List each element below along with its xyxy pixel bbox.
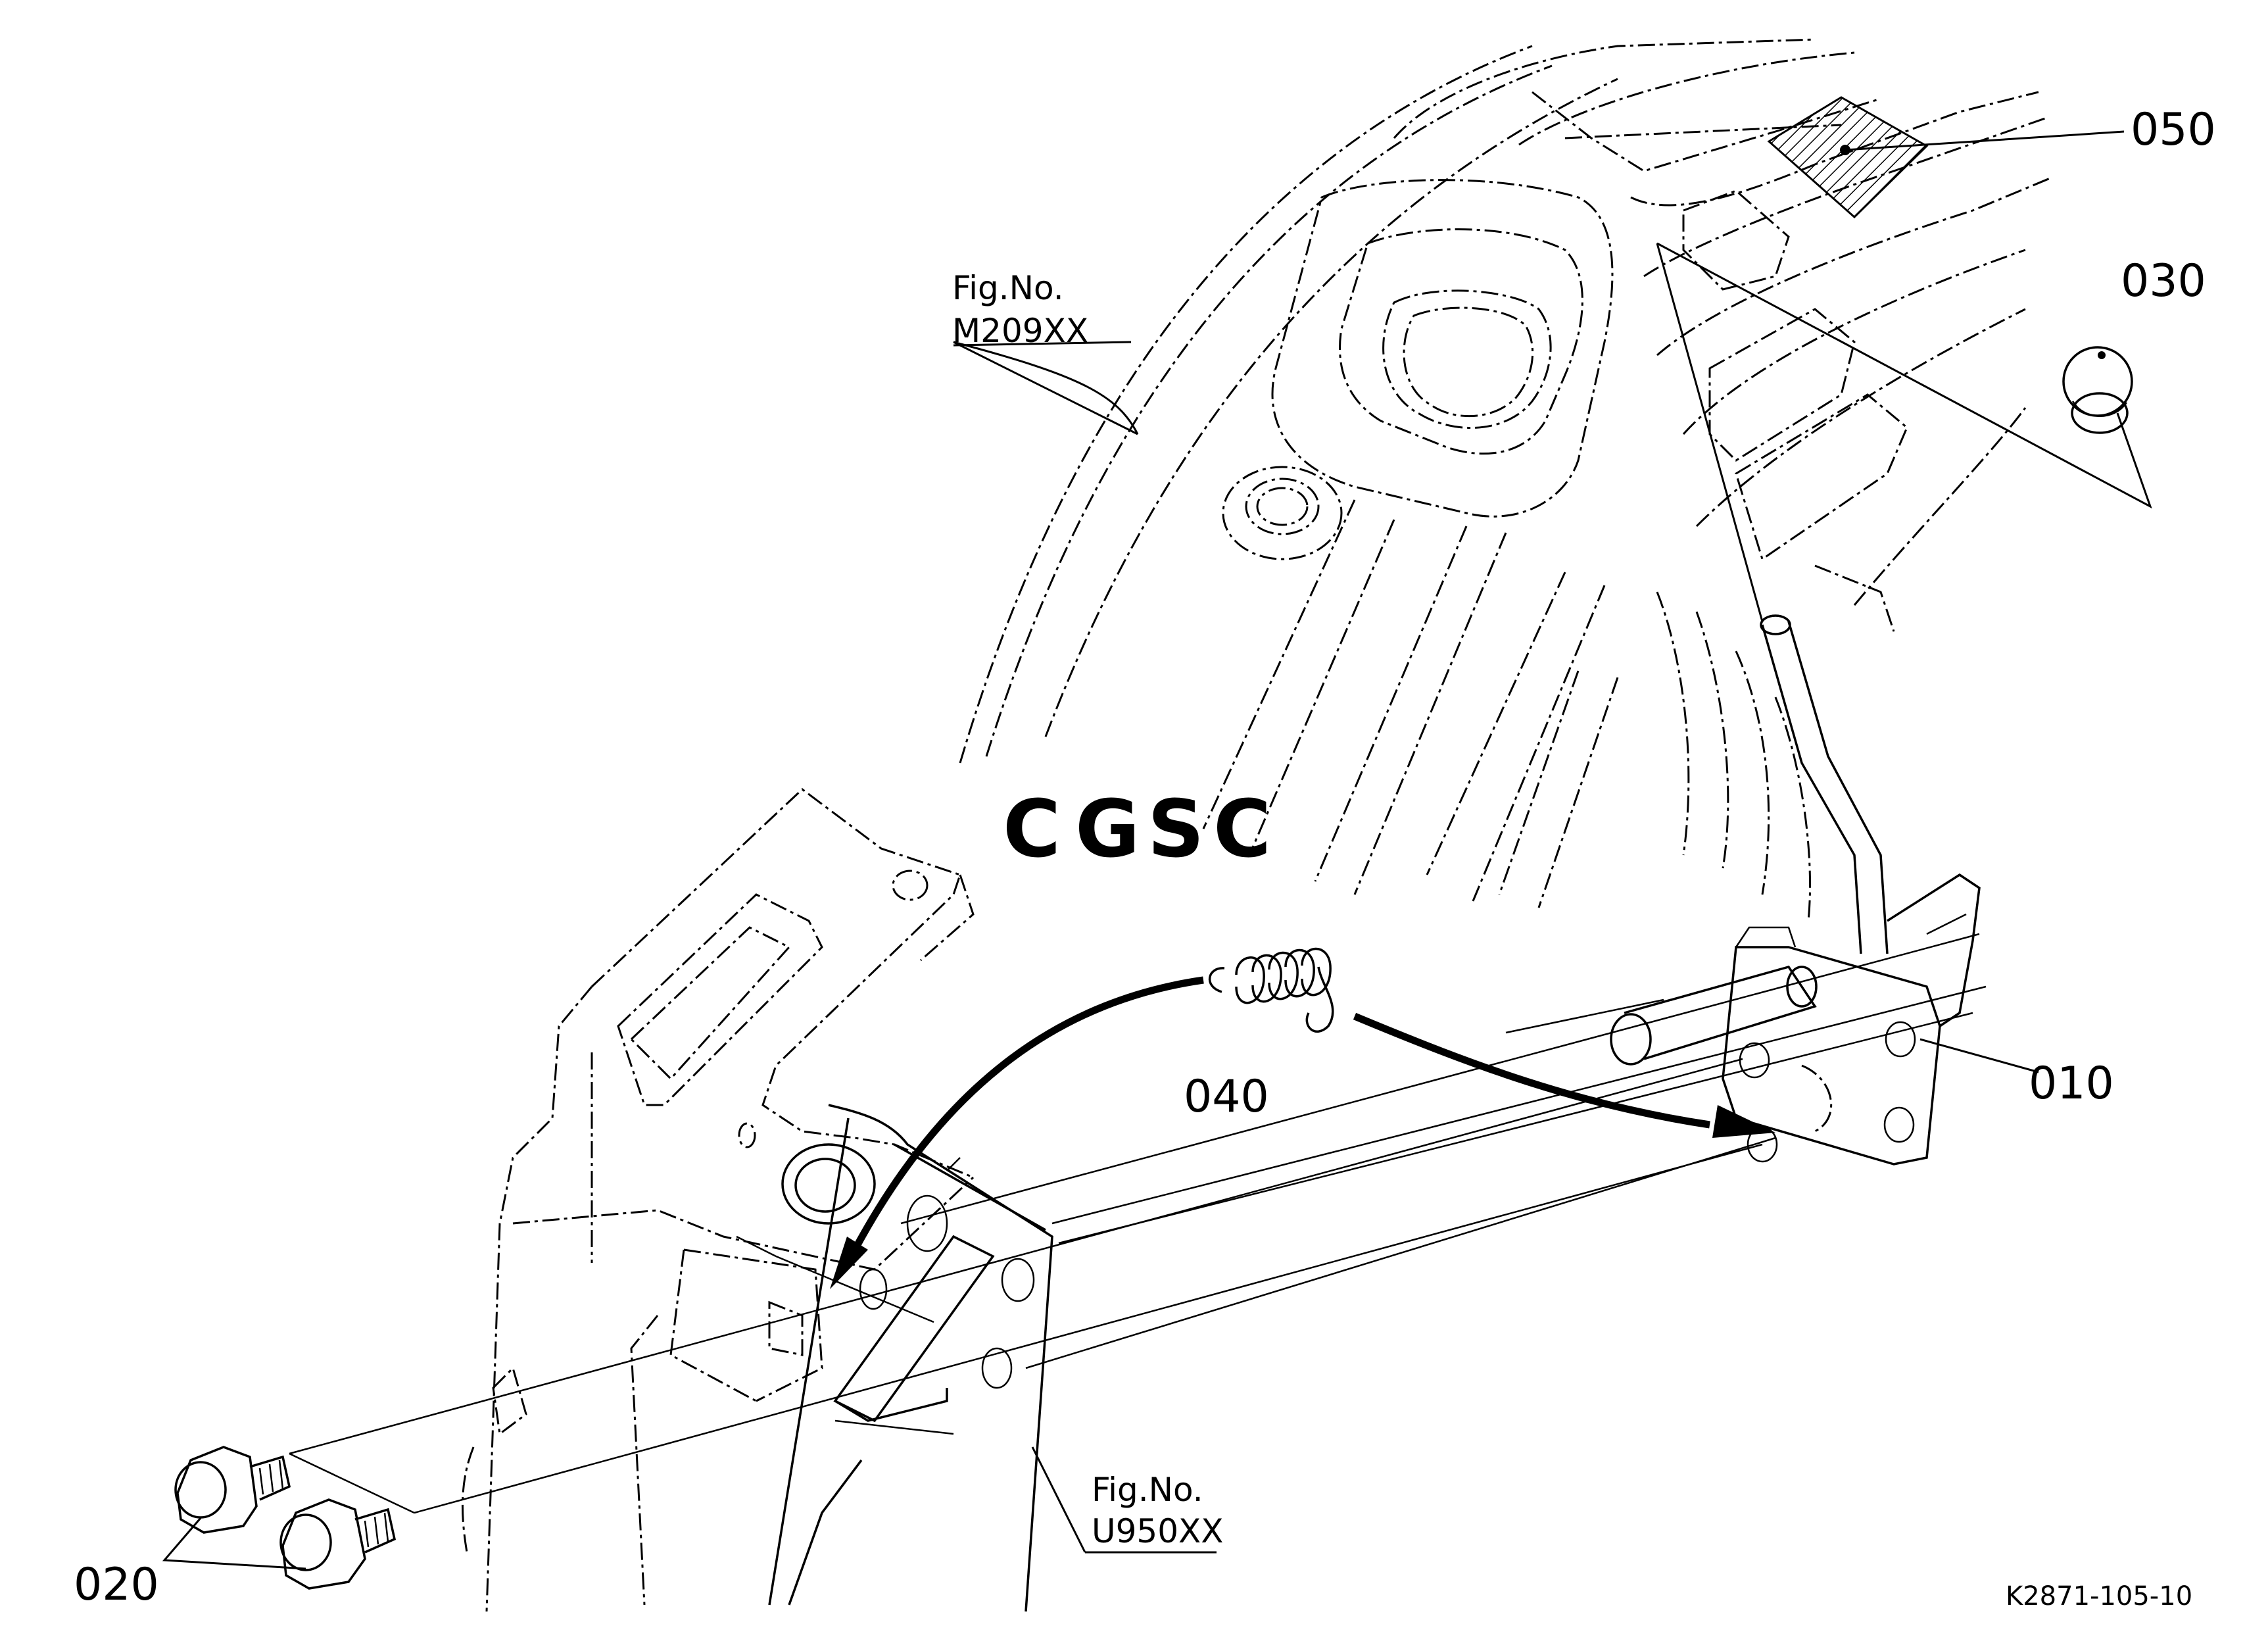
watermark-letter-3: S (1147, 784, 1204, 875)
fig-ref-m209xx-label: Fig.No. (952, 269, 1064, 307)
decal-part-050 (1767, 96, 1929, 219)
bolt-axis-lines (289, 1058, 1763, 1514)
watermark-logo: C G S C (1003, 784, 1271, 875)
knob-part-030 (2062, 346, 2133, 434)
fender-outline (959, 38, 2052, 922)
fig-ref-u950xx-number: U950XX (1092, 1512, 1224, 1550)
bolt-part-020-lower (279, 1498, 397, 1590)
watermark-letter-2: G (1075, 784, 1140, 875)
label-part-010: 010 (2029, 1058, 2114, 1110)
label-part-030: 030 (2121, 255, 2206, 307)
label-part-020: 020 (74, 1559, 159, 1611)
label-part-050: 050 (2131, 104, 2216, 156)
leader-lines (162, 130, 2152, 1570)
watermark-letter-1: C (1003, 784, 1061, 875)
drawing-code: K2871-105-10 (2006, 1581, 2192, 1611)
lever-part-010 (1610, 614, 1981, 1166)
assembly-arrows (830, 976, 1775, 1289)
bracket-outline (461, 788, 975, 1612)
spring-part-040 (1209, 947, 1334, 1033)
label-part-040: 040 (1184, 1071, 1269, 1123)
shaft-lines (736, 933, 1987, 1435)
bracket-plate (768, 1104, 1053, 1612)
fig-ref-u950xx-label: Fig.No. (1092, 1471, 1203, 1509)
fig-ref-m209xx-number: M209XX (952, 312, 1088, 350)
bolt-part-020-upper (174, 1446, 291, 1534)
watermark-letter-4: C (1213, 784, 1271, 875)
